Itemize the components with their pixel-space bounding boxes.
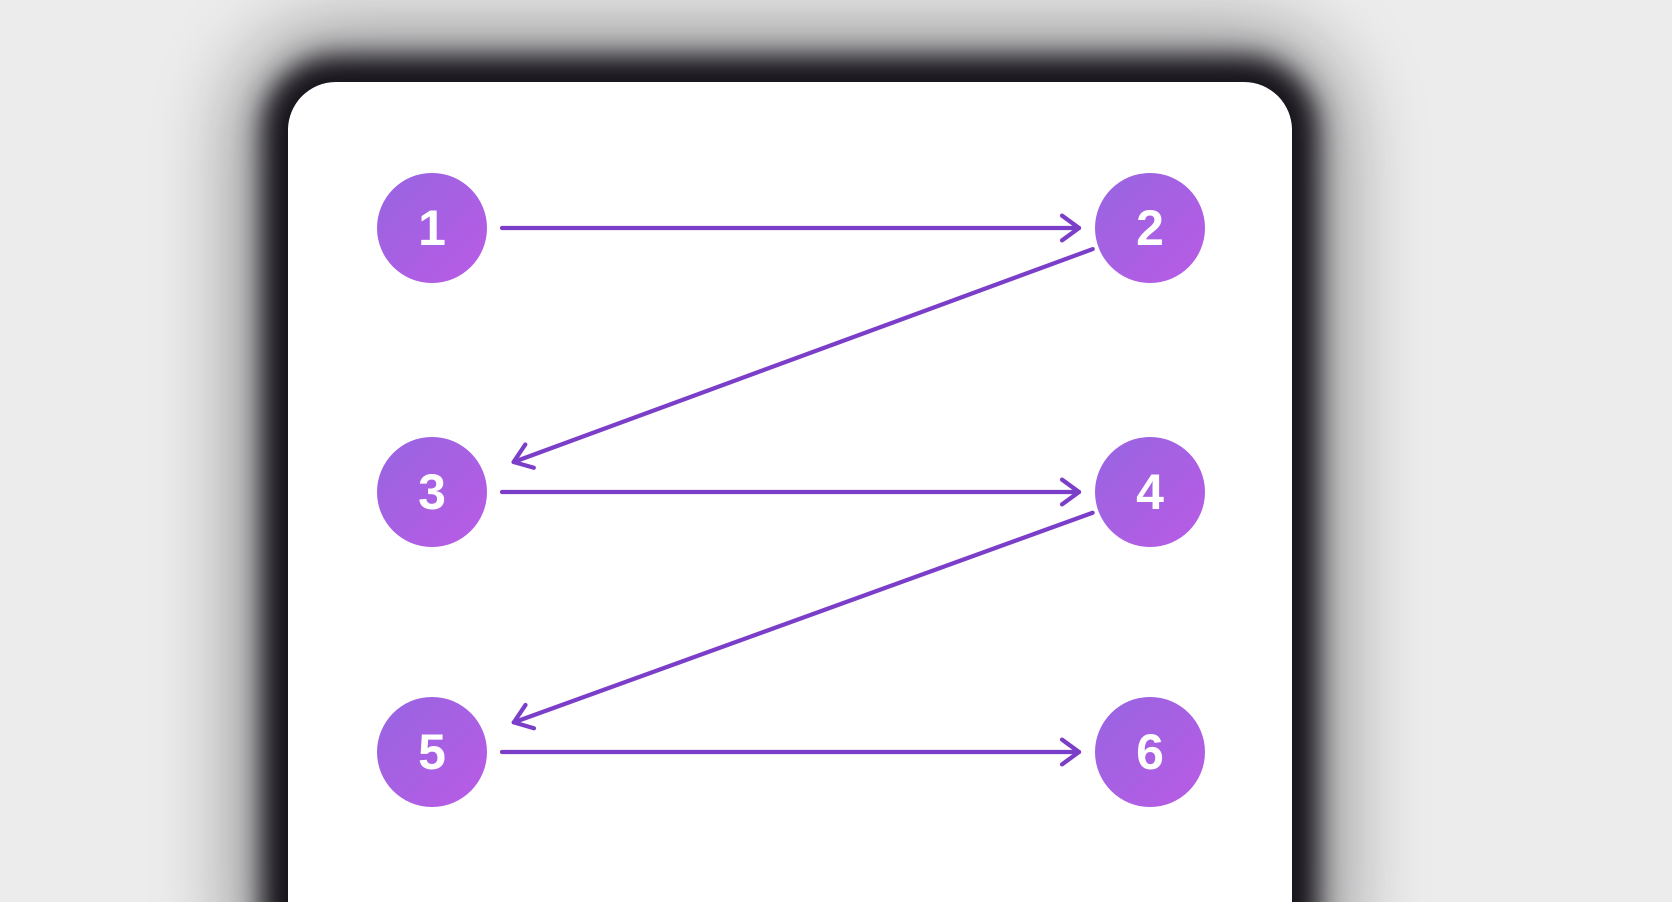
arrow-4-to-5-head [511, 720, 537, 731]
arrow-2-to-3-head [511, 459, 536, 470]
step-node-4: 4 [1095, 437, 1205, 547]
arrow-3-to-4-head [1059, 489, 1082, 507]
step-node-5: 5 [377, 697, 487, 807]
arrow-1-to-2-head [1059, 213, 1082, 231]
step-node-label: 5 [418, 724, 446, 780]
step-node-label: 4 [1136, 464, 1164, 520]
step-node-3: 3 [377, 437, 487, 547]
step-node-label: 1 [418, 200, 446, 256]
arrow-1-to-2-head [1059, 225, 1082, 243]
step-node-label: 3 [418, 464, 446, 520]
arrow-3-to-4-head [1059, 477, 1082, 495]
diagram-card: 1 2 3 4 5 6 [288, 82, 1292, 902]
arrow-5-to-6-head [1059, 749, 1082, 767]
step-node-2: 2 [1095, 173, 1205, 283]
step-node-label: 6 [1136, 724, 1164, 780]
arrow-4-to-5 [511, 510, 1095, 725]
step-node-6: 6 [1095, 697, 1205, 807]
arrow-2-to-3 [511, 246, 1095, 465]
step-node-1: 1 [377, 173, 487, 283]
step-node-label: 2 [1136, 200, 1164, 256]
arrow-4-to-5-head [511, 702, 528, 725]
arrow-2-to-3-head [511, 442, 528, 465]
arrow-5-to-6-head [1059, 737, 1082, 755]
